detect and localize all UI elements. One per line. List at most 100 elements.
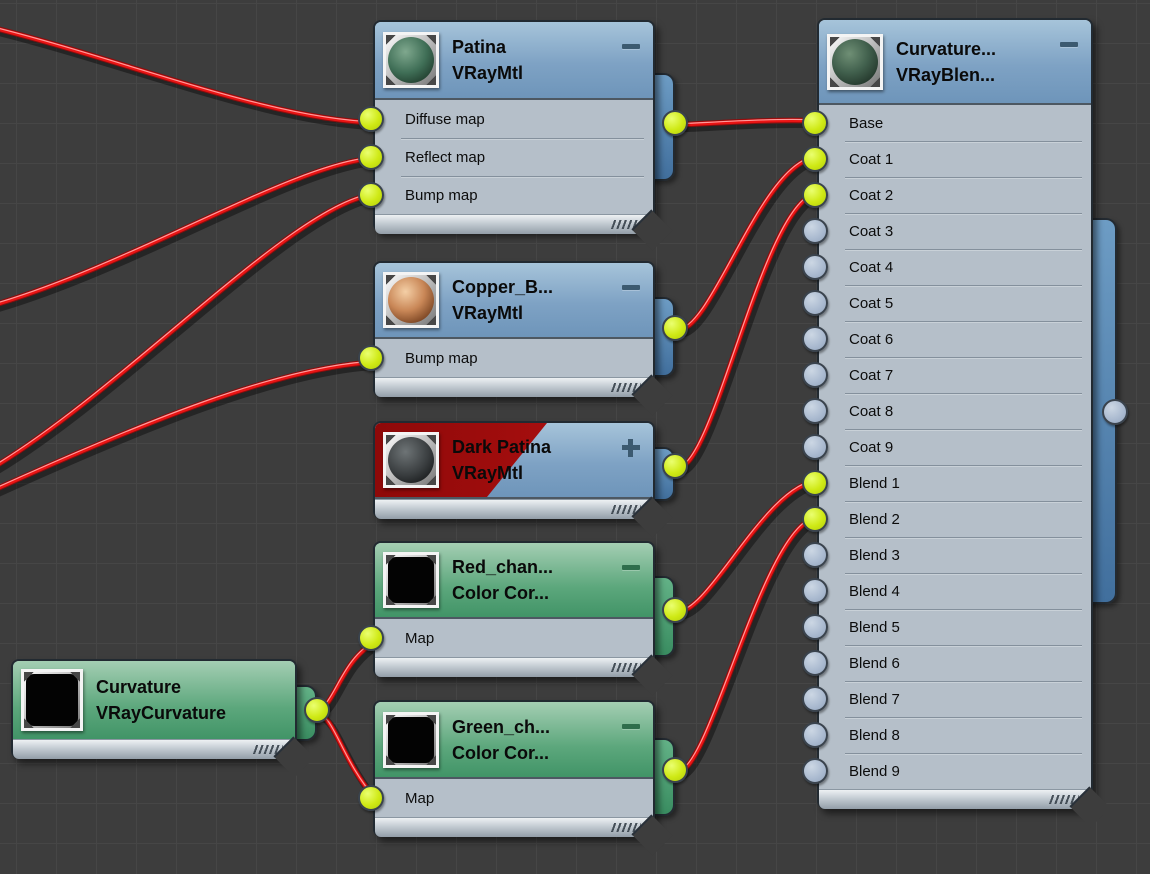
collapse-button[interactable]: [622, 559, 640, 577]
slot-blend-4[interactable]: Blend 4: [802, 573, 1091, 609]
slot-bump-map[interactable]: Bump map: [358, 339, 653, 377]
material-preview[interactable]: [383, 32, 439, 88]
input-socket[interactable]: [802, 614, 828, 640]
input-socket[interactable]: [358, 785, 384, 811]
slot-blend-8[interactable]: Blend 8: [802, 717, 1091, 753]
node-body[interactable]: Copper_B... VRayMtl Bump map: [358, 261, 673, 416]
slot-diffuse-map[interactable]: Diffuse map: [358, 100, 653, 138]
input-socket[interactable]: [802, 650, 828, 676]
resize-grip[interactable]: [611, 663, 641, 672]
input-socket[interactable]: [802, 470, 828, 496]
wire-to-diffuse-map[interactable]: [0, 28, 378, 123]
slot-blend-1[interactable]: Blend 1: [802, 465, 1091, 501]
slot-coat-2[interactable]: Coat 2: [802, 177, 1091, 213]
input-socket[interactable]: [802, 362, 828, 388]
output-socket[interactable]: [662, 453, 688, 479]
input-socket[interactable]: [802, 506, 828, 532]
node-header[interactable]: Green_ch... Color Cor...: [375, 702, 653, 779]
input-socket[interactable]: [802, 290, 828, 316]
node-header[interactable]: Curvature... VRayBlen...: [819, 20, 1091, 105]
slot-blend-3[interactable]: Blend 3: [802, 537, 1091, 573]
input-socket[interactable]: [358, 144, 384, 170]
node-header[interactable]: Red_chan... Color Cor...: [375, 543, 653, 619]
collapse-button[interactable]: [622, 279, 640, 297]
input-socket[interactable]: [802, 758, 828, 784]
resize-grip[interactable]: [611, 220, 641, 229]
map-preview[interactable]: [21, 669, 83, 731]
slot-blend-5[interactable]: Blend 5: [802, 609, 1091, 645]
node-body[interactable]: Patina VRayMtl Diffuse map Reflect map B…: [358, 20, 673, 251]
slot-coat-3[interactable]: Coat 3: [802, 213, 1091, 249]
node-green-channel[interactable]: Green_ch... Color Cor... Map: [358, 700, 688, 856]
output-socket[interactable]: [1102, 399, 1128, 425]
node-dark-patina[interactable]: Dark Patina VRayMtl: [373, 421, 688, 538]
resize-grip[interactable]: [611, 823, 641, 832]
material-preview[interactable]: [383, 432, 439, 488]
input-socket[interactable]: [802, 254, 828, 280]
slot-map[interactable]: Map: [358, 619, 653, 657]
collapse-button[interactable]: [622, 38, 640, 56]
input-socket[interactable]: [358, 106, 384, 132]
map-preview[interactable]: [383, 552, 439, 608]
input-socket[interactable]: [802, 326, 828, 352]
output-socket[interactable]: [662, 110, 688, 136]
resize-grip[interactable]: [611, 383, 641, 392]
node-header[interactable]: Copper_B... VRayMtl: [375, 263, 653, 339]
expand-button[interactable]: [622, 439, 640, 457]
node-curvature[interactable]: Curvature VRayCurvature: [11, 659, 330, 778]
node-body[interactable]: Curvature... VRayBlen... Base Coat 1 Coa…: [802, 18, 1111, 828]
input-socket[interactable]: [802, 182, 828, 208]
slot-bump-map[interactable]: Bump map: [358, 176, 653, 214]
collapse-button[interactable]: [1060, 36, 1078, 54]
node-patina[interactable]: Patina VRayMtl Diffuse map Reflect map B…: [358, 20, 688, 251]
node-header[interactable]: Curvature VRayCurvature: [13, 661, 295, 739]
slot-blend-7[interactable]: Blend 7: [802, 681, 1091, 717]
node-blend[interactable]: Curvature... VRayBlen... Base Coat 1 Coa…: [802, 18, 1128, 828]
node-body[interactable]: Curvature VRayCurvature: [11, 659, 315, 778]
node-header[interactable]: Patina VRayMtl: [375, 22, 653, 100]
input-socket[interactable]: [802, 110, 828, 136]
input-socket[interactable]: [358, 182, 384, 208]
resize-grip[interactable]: [611, 505, 641, 514]
slot-blend-9[interactable]: Blend 9: [802, 753, 1091, 789]
slot-coat-1[interactable]: Coat 1: [802, 141, 1091, 177]
material-preview[interactable]: [827, 33, 883, 90]
output-socket[interactable]: [662, 597, 688, 623]
node-body[interactable]: Dark Patina VRayMtl: [373, 421, 673, 538]
resize-grip[interactable]: [1049, 795, 1079, 804]
material-preview[interactable]: [383, 272, 439, 328]
slot-coat-9[interactable]: Coat 9: [802, 429, 1091, 465]
slot-blend-2[interactable]: Blend 2: [802, 501, 1091, 537]
slot-reflect-map[interactable]: Reflect map: [358, 138, 653, 176]
node-body[interactable]: Green_ch... Color Cor... Map: [358, 700, 673, 856]
input-socket[interactable]: [802, 218, 828, 244]
node-body[interactable]: Red_chan... Color Cor... Map: [358, 541, 673, 696]
input-socket[interactable]: [802, 686, 828, 712]
input-socket[interactable]: [802, 398, 828, 424]
input-socket[interactable]: [358, 625, 384, 651]
slot-blend-6[interactable]: Blend 6: [802, 645, 1091, 681]
input-socket[interactable]: [802, 434, 828, 460]
output-socket[interactable]: [662, 315, 688, 341]
collapse-button[interactable]: [622, 718, 640, 736]
resize-grip[interactable]: [253, 745, 283, 754]
input-socket[interactable]: [802, 578, 828, 604]
map-preview[interactable]: [383, 711, 439, 768]
slot-coat-7[interactable]: Coat 7: [802, 357, 1091, 393]
output-socket[interactable]: [662, 757, 688, 783]
slot-coat-6[interactable]: Coat 6: [802, 321, 1091, 357]
output-socket[interactable]: [304, 697, 330, 723]
input-socket[interactable]: [802, 722, 828, 748]
slot-coat-5[interactable]: Coat 5: [802, 285, 1091, 321]
slot-coat-4[interactable]: Coat 4: [802, 249, 1091, 285]
input-socket[interactable]: [802, 146, 828, 172]
input-socket[interactable]: [358, 345, 384, 371]
node-header[interactable]: Dark Patina VRayMtl: [375, 423, 653, 499]
node-red-channel[interactable]: Red_chan... Color Cor... Map: [358, 541, 688, 696]
input-socket[interactable]: [802, 542, 828, 568]
node-copper[interactable]: Copper_B... VRayMtl Bump map: [358, 261, 688, 416]
slot-coat-8[interactable]: Coat 8: [802, 393, 1091, 429]
slot-base[interactable]: Base: [802, 105, 1091, 141]
slot-map[interactable]: Map: [358, 779, 653, 817]
